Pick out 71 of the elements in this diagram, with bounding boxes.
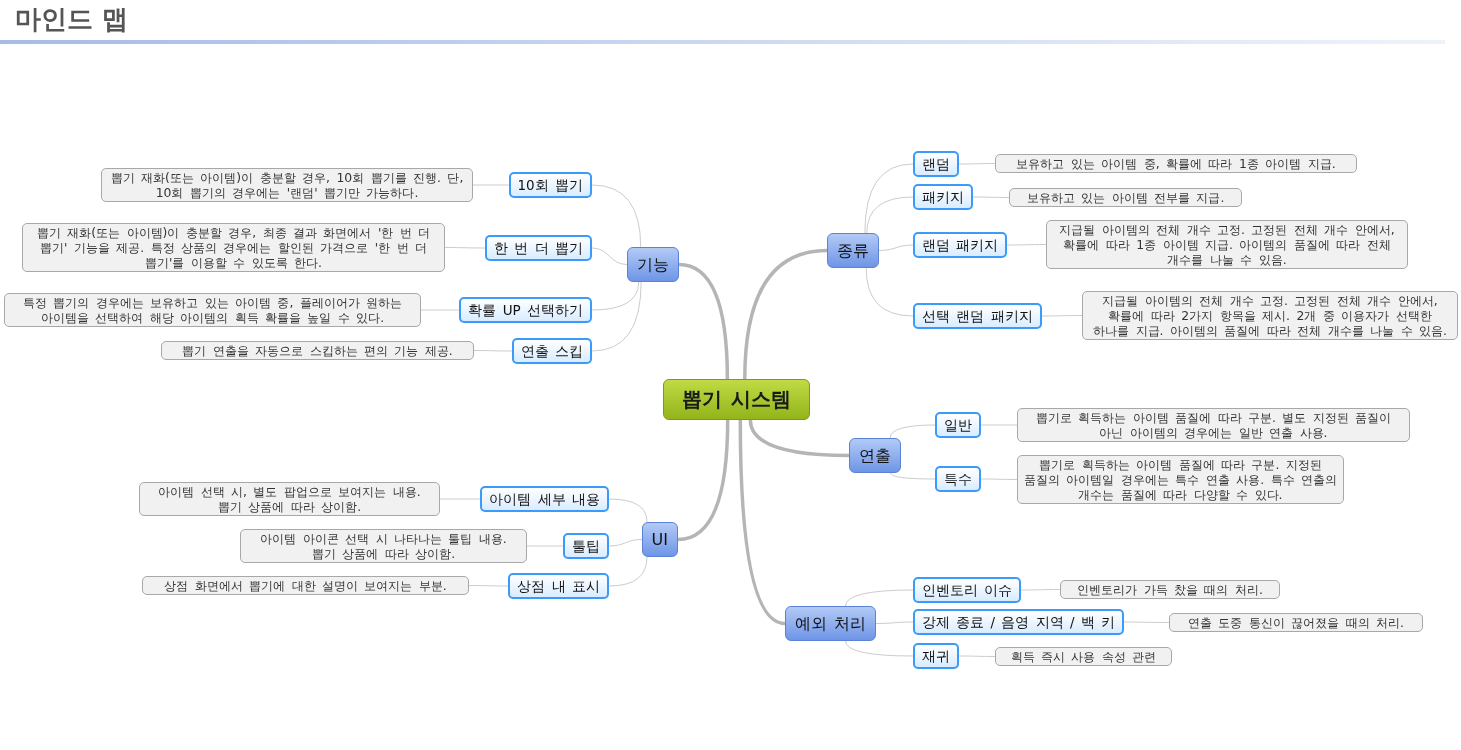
connector-line xyxy=(678,262,730,380)
note-box: 보유하고 있는 아이템 중, 확률에 따라 1종 아이템 지급. xyxy=(995,154,1357,173)
topic-box: 기능 xyxy=(627,247,679,282)
note-box: 인벤토리가 가득 찼을 때의 처리. xyxy=(1060,580,1280,599)
connector-line xyxy=(468,585,509,587)
note-box: 뽑기 재화(또는 아이템)이 충분할 경우, 10회 뽑기를 진행. 단, 10회 뽑기의 경우에는 '랜덤' 뽑기만 가능하다. xyxy=(101,168,473,202)
connector-line xyxy=(889,424,936,439)
connector-line xyxy=(1020,589,1061,591)
subtopic-box: 연출 스킵 xyxy=(511,337,592,364)
connector-line xyxy=(473,350,513,352)
subtopic-box: 한 번 더 뽑기 xyxy=(485,234,592,261)
connector-line xyxy=(591,281,642,352)
subtopic-box: 상점 내 표시 xyxy=(508,572,609,599)
connector-line xyxy=(864,163,914,234)
connector-line xyxy=(980,478,1018,480)
topic-box: UI xyxy=(641,521,678,557)
subtopic-box: 랜덤 xyxy=(913,151,959,177)
connector-line xyxy=(738,420,786,626)
connector-line xyxy=(1123,621,1170,623)
connector-line xyxy=(591,184,642,248)
connector-line xyxy=(677,419,730,542)
connector-line xyxy=(743,248,828,380)
connector-line xyxy=(748,419,850,458)
note-box: 지급될 아이템의 전체 개수 고정. 고정된 전체 개수 안에서, 확률에 따라 2가지 항목을 제시. 2개 중 이용자가 선택한 하나를 지급. 아이템의 품질에 따라 전체 개수를 나눌 수 있음. xyxy=(1082,291,1458,340)
connector-line xyxy=(1041,315,1083,317)
note-box: 뽑기로 획득하는 아이템 품질에 따라 구분. 별도 지정된 품질이 아닌 아이템의 경우에는 일반 연출 사용. xyxy=(1017,407,1410,442)
connector-line xyxy=(958,163,996,165)
subtopic-box: 재귀 xyxy=(913,643,959,669)
connector-line xyxy=(608,539,643,547)
note-box: 뽑기로 획득하는 아이템 품질에 따라 구분. 지정된 품질의 아이템일 경우에는 특수 연출 사용. 특수 연출의 개수는 품질에 따라 다양할 수 있다. xyxy=(1017,454,1344,504)
connector-line xyxy=(865,267,914,317)
subtopic-box: 확률 UP 선택하기 xyxy=(459,297,592,323)
topic-box: 예외 처리 xyxy=(785,605,877,641)
connector-line xyxy=(608,498,648,523)
connector-line xyxy=(972,196,1010,198)
note-box: 아이템 선택 시, 별도 팝업으로 보여지는 내용. 뽑기 상품에 따라 상이함. xyxy=(139,482,440,516)
note-box: 특정 뽑기의 경우에는 보유하고 있는 아이템 중, 플레이어가 원하는 아이템을 선택하여 해당 아이템의 획득 확률을 높일 수 있다. xyxy=(4,292,421,327)
subtopic-box: 일반 xyxy=(935,411,981,438)
subtopic-box: 아이템 세부 내용 xyxy=(480,486,609,512)
note-box: 뽑기 재화(또는 아이템)이 충분할 경우, 최종 결과 화면에서 '한 번 더 뽑기' 기능을 제공. 특정 상품의 경우에는 할인된 가격으로 '한 번 더 뽑기'를 이용할 수 있도록 한다. xyxy=(22,222,445,272)
connector-line xyxy=(591,247,628,265)
subtopic-box: 인벤토리 이슈 xyxy=(913,576,1022,603)
subtopic-box: 랜덤 패키지 xyxy=(913,232,1008,258)
note-box: 아이템 아이콘 선택 시 나타나는 툴팁 내용. 뽑기 상품에 따라 상이함. xyxy=(240,528,527,563)
central-topic-box: 뽑기 시스템 xyxy=(663,379,810,420)
subtopic-box: 10회 뽑기 xyxy=(508,172,592,198)
note-box: 보유하고 있는 아이템 전부를 지급. xyxy=(1009,187,1242,207)
connector-line xyxy=(845,589,914,607)
connector-line xyxy=(958,655,996,657)
title: 마인드 맵 xyxy=(15,3,129,36)
connector-line xyxy=(878,244,914,251)
note-box: 연출 도중 통신이 끊어졌을 때의 처리. xyxy=(1169,613,1423,632)
connector-line xyxy=(866,196,914,234)
note-box: 뽑기 연출을 자동으로 스킵하는 편의 기능 제공. xyxy=(161,341,474,360)
note-box: 획득 즉시 사용 속성 관련 xyxy=(995,646,1172,666)
connector-line xyxy=(591,281,640,311)
connector-line xyxy=(845,640,914,657)
subtopic-box: 패키지 xyxy=(913,184,973,210)
subtopic-box: 강제 종료 / 음영 지역 / 백 키 xyxy=(913,609,1125,635)
subtopic-box: 선택 랜덤 패키지 xyxy=(913,303,1042,329)
note-box: 상점 화면에서 뽑기에 대한 설명이 보여지는 부분. xyxy=(142,576,469,595)
connector-line xyxy=(444,247,486,249)
connector-line xyxy=(608,556,648,587)
subtopic-box: 특수 xyxy=(935,465,981,492)
note-box: 지급될 아이템의 전체 개수 고정. 고정된 전체 개수 안에서, 확률에 따라 1종 아이템 지급. 아이템의 품질에 따라 전체 개수를 나눌 수 있음. xyxy=(1046,220,1408,269)
topic-box: 연출 xyxy=(849,438,901,473)
topic-box: 종류 xyxy=(827,232,879,268)
subtopic-box: 툴팁 xyxy=(563,533,609,559)
connector-line xyxy=(875,621,914,624)
connector-line xyxy=(1006,244,1047,246)
connector-line xyxy=(890,472,936,480)
